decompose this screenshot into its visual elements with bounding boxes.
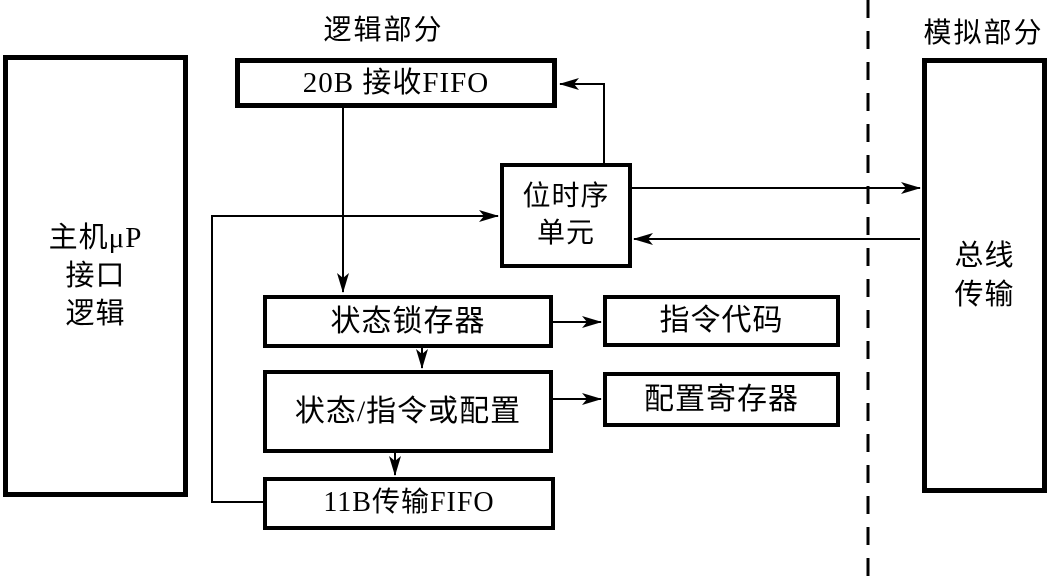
block-host-microprocessor-interface-logic: 主机μP 接口 逻辑	[3, 55, 188, 497]
block-status-latch: 状态锁存器	[263, 295, 553, 348]
connector-tx-fifo-to-bit-timing	[211, 210, 499, 503]
block-config-register: 配置寄存器	[603, 372, 840, 427]
block-11b-transmit-fifo: 11B传输FIFO	[263, 477, 555, 530]
block-label: 总线 传输	[954, 240, 1015, 311]
block-label: 状态/指令或配置	[294, 394, 522, 428]
section-title-analog: 模拟部分	[923, 18, 1044, 49]
block-label: 配置寄存器	[644, 382, 799, 416]
connector-bit-timing-to-rx-fifo	[559, 78, 605, 163]
block-status-instruction-or-config: 状态/指令或配置	[263, 370, 553, 453]
block-label: 主机μP 接口 逻辑	[48, 221, 143, 331]
block-label: 位时序 单元	[522, 180, 610, 249]
block-bit-timing-unit: 位时序 单元	[500, 163, 632, 268]
block-label: 状态锁存器	[330, 304, 486, 338]
block-label: 20B 接收FIFO	[302, 66, 490, 99]
block-label: 指令代码	[659, 304, 784, 338]
block-instruction-code: 指令代码	[603, 295, 840, 347]
block-label: 11B传输FIFO	[323, 487, 495, 519]
block-bus-transfer: 总线 传输	[922, 58, 1047, 493]
block-20b-receive-fifo: 20B 接收FIFO	[235, 58, 557, 108]
section-title-logic: 逻辑部分	[323, 15, 444, 46]
